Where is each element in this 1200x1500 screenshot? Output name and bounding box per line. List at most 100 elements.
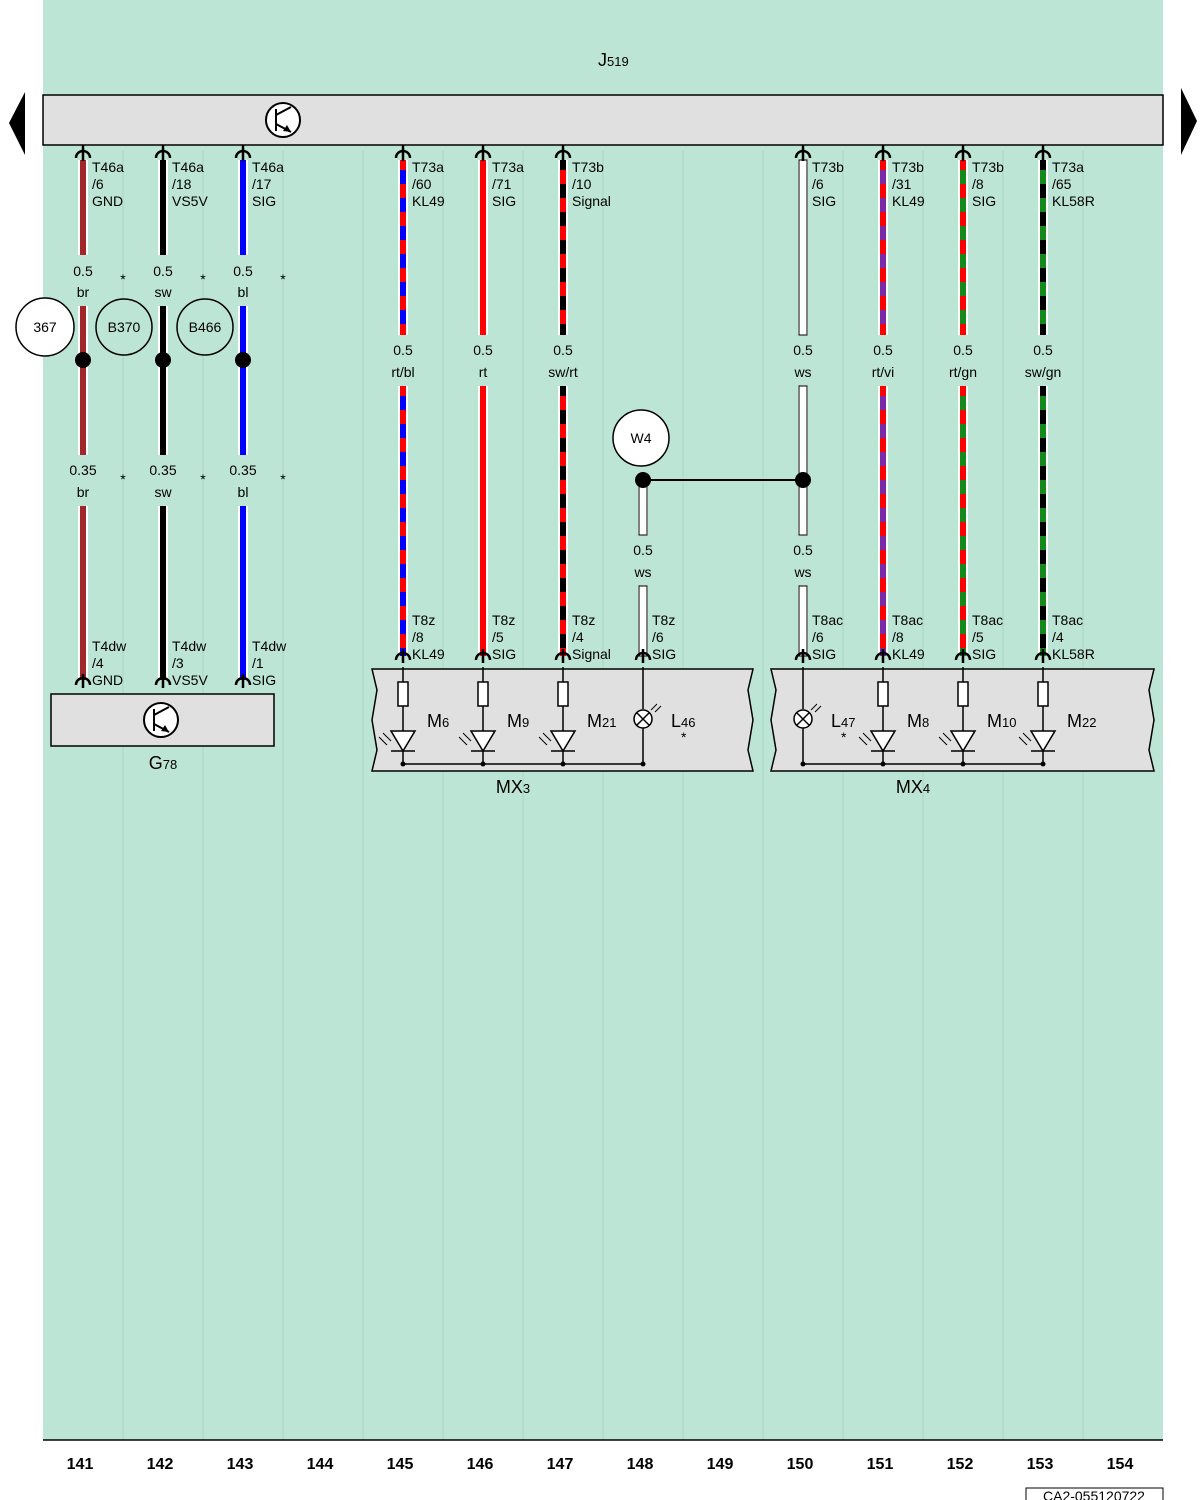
- component-label: L47: [831, 711, 855, 731]
- pin-connector: T8ac: [892, 612, 923, 628]
- wire-stripe-gn: [960, 170, 966, 184]
- track-number: 149: [707, 1456, 734, 1473]
- wire-stripe-gn: [960, 592, 966, 606]
- pin-connector: T8ac: [812, 612, 843, 628]
- wire-marker: *: [120, 271, 126, 287]
- pin-signal: Signal: [572, 193, 611, 209]
- wire-stripe-vi: [880, 592, 886, 606]
- light-ray: [942, 732, 952, 742]
- wire-rt: [400, 160, 406, 335]
- wire-color: sw/gn: [1025, 364, 1062, 380]
- resistor: [557, 681, 569, 707]
- wire-bl: [240, 506, 246, 680]
- wire-rt: [480, 386, 486, 656]
- pin-signal: KL49: [412, 193, 445, 209]
- wire-stripe-gn: [1040, 452, 1046, 466]
- pin-number: /4: [1052, 629, 1064, 645]
- pin-number: /18: [172, 176, 192, 192]
- splice-dots: [75, 352, 811, 488]
- pin-connector: T73b: [572, 159, 604, 175]
- track-number: 147: [547, 1456, 574, 1473]
- wire-stripe-gn: [1040, 536, 1046, 550]
- pin-number: /65: [1052, 176, 1072, 192]
- wire-ws-edge: [798, 385, 808, 536]
- wire-marker: *: [200, 471, 206, 487]
- bus-node: [960, 761, 966, 767]
- pin-connector: T8ac: [1052, 612, 1083, 628]
- pin-signal: KL49: [892, 646, 925, 662]
- bus-node: [640, 761, 646, 767]
- light-ray: [378, 736, 388, 746]
- control-unit-bar: [42, 94, 1164, 146]
- component-label: M21: [587, 711, 616, 731]
- wire-stripe-vi: [880, 424, 886, 438]
- pin-signal: KL49: [412, 646, 445, 662]
- wire-marker: *: [200, 271, 206, 287]
- wire-color: rt/vi: [872, 364, 895, 380]
- wire-stripe-vi: [880, 508, 886, 522]
- wire-bl: [240, 306, 246, 455]
- wire-stripe-rt: [560, 564, 566, 578]
- wire-sw: [160, 306, 166, 455]
- wire-marker: *: [120, 471, 126, 487]
- track-number: 142: [147, 1456, 174, 1473]
- led-diode-icon: [549, 730, 577, 753]
- splice-dot: [635, 472, 651, 488]
- pin-number: /31: [892, 176, 912, 192]
- track-number: 145: [387, 1456, 414, 1473]
- pin-number: /71: [492, 176, 512, 192]
- wire-stripe-rt: [560, 310, 566, 324]
- g78-label: G78: [149, 753, 177, 773]
- component-sub: 9: [522, 715, 529, 730]
- wire-stripe-gn: [960, 480, 966, 494]
- wire-stripe-bl: [400, 424, 406, 438]
- pin-connector: T4dw: [92, 638, 127, 654]
- wire-stripe-bl: [400, 310, 406, 324]
- light-ray: [814, 705, 822, 713]
- component-sub: 47: [841, 715, 855, 730]
- wire-br: [80, 506, 86, 680]
- pin-number: /3: [172, 655, 184, 671]
- pin-connector: T46a: [172, 159, 204, 175]
- pin-signal: KL58R: [1052, 646, 1095, 662]
- wire-sw: [160, 160, 166, 255]
- bus-node: [400, 761, 406, 767]
- wire-stripe-rt: [560, 198, 566, 212]
- wire-color: sw/rt: [548, 364, 578, 380]
- pin-signal: SIG: [972, 646, 996, 662]
- wire-marker: *: [280, 271, 286, 287]
- wire-stripe-gn: [1040, 198, 1046, 212]
- wire-size: 0.5: [473, 342, 493, 358]
- wire-color: rt: [479, 364, 488, 380]
- light-ray: [650, 703, 658, 711]
- bus-node: [1040, 761, 1046, 767]
- wire-size: 0.5: [153, 263, 173, 279]
- mx4-label: MX4: [896, 777, 930, 797]
- wire-stripe-vi: [880, 170, 886, 184]
- pin-signal: SIG: [252, 193, 276, 209]
- pin-signal: SIG: [492, 193, 516, 209]
- wire-stripe-gn: [960, 536, 966, 550]
- wire-bl: [240, 160, 246, 255]
- component-label: M9: [507, 711, 529, 731]
- wire-size: 0.5: [1033, 342, 1053, 358]
- wire-stripe-rt: [560, 424, 566, 438]
- component-label: M8: [907, 711, 929, 731]
- component-sub: 46: [681, 715, 695, 730]
- splice-dot: [235, 352, 251, 368]
- wire-size: 0.35: [229, 462, 256, 478]
- wire-labels: T46a/6GNDT46a/18VS5VT46a/17SIGT73a/60KL4…: [69, 159, 1094, 688]
- pin-number: /6: [812, 176, 824, 192]
- wire-stripe-rt: [560, 282, 566, 296]
- wire-stripe-rt: [560, 480, 566, 494]
- wire-stripe-gn: [960, 226, 966, 240]
- control-unit-label: J519: [598, 50, 629, 70]
- track-number: 143: [227, 1456, 254, 1473]
- wire-ws: [800, 160, 806, 335]
- wire-color: bl: [238, 284, 249, 300]
- pin-connector: T8z: [492, 612, 515, 628]
- pin-connector: T73a: [1052, 159, 1084, 175]
- wire-stripe-bl: [400, 480, 406, 494]
- pin-connector: T8z: [572, 612, 595, 628]
